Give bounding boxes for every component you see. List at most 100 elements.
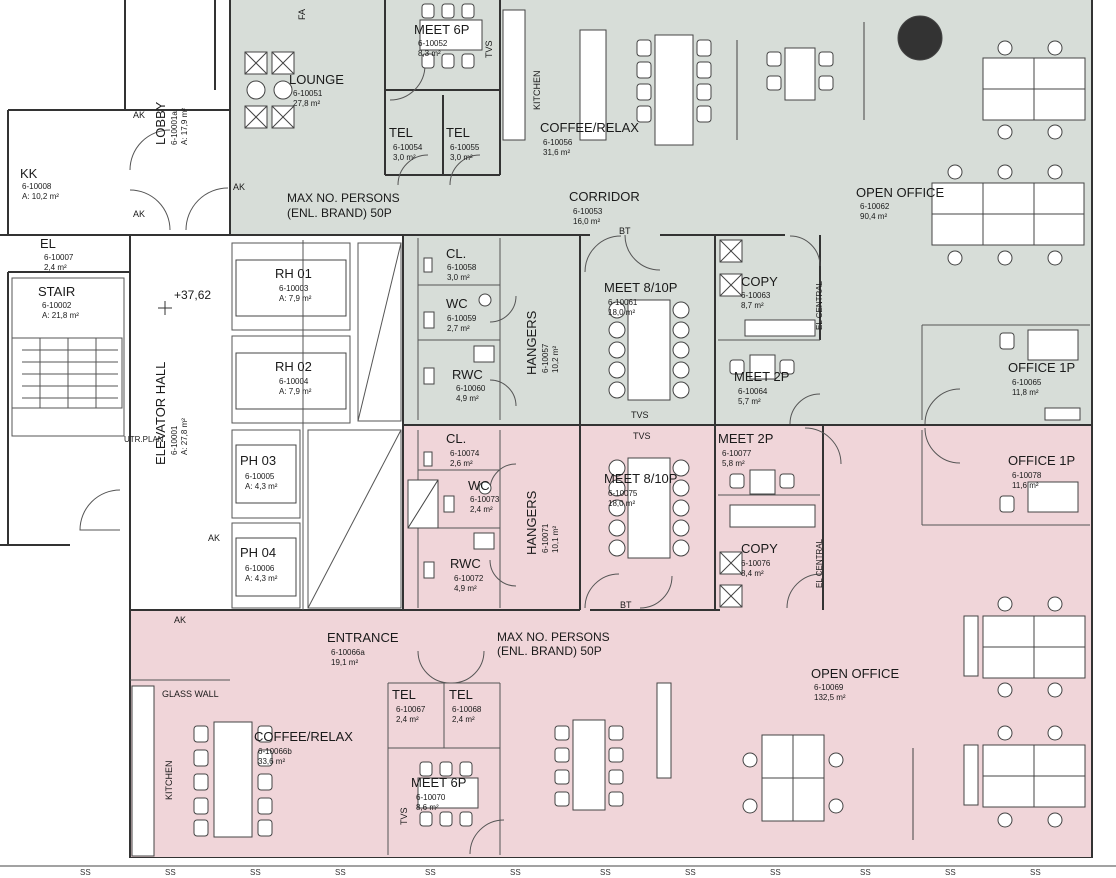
tvs-label-meet6p-top: TVS bbox=[484, 40, 494, 58]
bottom-furniture bbox=[131, 596, 1086, 857]
svg-text:8,4 m²: 8,4 m² bbox=[741, 569, 764, 578]
svg-text:6-10071: 6-10071 bbox=[541, 523, 550, 553]
svg-text:EL: EL bbox=[40, 236, 56, 251]
doors bbox=[129, 64, 961, 855]
svg-text:2,7 m²: 2,7 m² bbox=[447, 324, 470, 333]
svg-text:6-10063: 6-10063 bbox=[741, 291, 771, 300]
svg-text:6-10061: 6-10061 bbox=[608, 298, 638, 307]
ak-label-4: AK bbox=[208, 533, 220, 543]
svg-text:MEET 8/10P: MEET 8/10P bbox=[604, 471, 677, 486]
svg-text:A: 4,3 m²: A: 4,3 m² bbox=[245, 574, 278, 583]
svg-text:11,6 m²: 11,6 m² bbox=[1012, 481, 1039, 490]
stair bbox=[11, 277, 125, 531]
glass-wall-label: GLASS WALL bbox=[162, 689, 219, 699]
svg-text:18,0 m²: 18,0 m² bbox=[608, 308, 635, 317]
svg-text:MEET 6P: MEET 6P bbox=[414, 22, 469, 37]
svg-text:6-10052: 6-10052 bbox=[418, 39, 448, 48]
svg-text:5,8 m²: 5,8 m² bbox=[722, 459, 745, 468]
el-central-top-label: EL CENTRAL bbox=[815, 280, 824, 330]
svg-text:A: 10,2 m²: A: 10,2 m² bbox=[22, 192, 59, 201]
svg-text:6-10066b: 6-10066b bbox=[258, 747, 292, 756]
svg-text:A: 21,8 m²: A: 21,8 m² bbox=[42, 311, 79, 320]
svg-text:31,6 m²: 31,6 m² bbox=[543, 148, 570, 157]
ak-label-5: AK bbox=[174, 615, 186, 625]
elevation-marker-icon bbox=[158, 301, 172, 315]
svg-text:6-10066a: 6-10066a bbox=[331, 648, 365, 657]
svg-text:6-10070: 6-10070 bbox=[416, 793, 446, 802]
svg-text:4,9 m²: 4,9 m² bbox=[454, 584, 477, 593]
svg-text:KK: KK bbox=[20, 166, 38, 181]
small-rooms-furniture bbox=[719, 239, 1081, 608]
svg-text:SS: SS bbox=[80, 868, 91, 877]
svg-text:6-10078: 6-10078 bbox=[1012, 471, 1042, 480]
svg-text:27,8 m²: 27,8 m² bbox=[293, 99, 320, 108]
svg-text:6-10062: 6-10062 bbox=[860, 202, 890, 211]
svg-text:SS: SS bbox=[425, 868, 436, 877]
bt-label-bottom: BT bbox=[620, 600, 632, 610]
ak-label-2: AK bbox=[133, 209, 145, 219]
svg-text:6-10075: 6-10075 bbox=[608, 489, 638, 498]
svg-text:6-10067: 6-10067 bbox=[396, 705, 426, 714]
svg-text:SS: SS bbox=[600, 868, 611, 877]
svg-text:TEL: TEL bbox=[389, 125, 413, 140]
svg-text:6-10073: 6-10073 bbox=[470, 495, 500, 504]
svg-text:CL.: CL. bbox=[446, 246, 466, 261]
svg-text:OFFICE 1P: OFFICE 1P bbox=[1008, 453, 1075, 468]
svg-text:6-10057: 6-10057 bbox=[541, 343, 550, 373]
svg-text:3,0 m²: 3,0 m² bbox=[447, 273, 470, 282]
svg-text:CL.: CL. bbox=[446, 431, 466, 446]
svg-text:6-10076: 6-10076 bbox=[741, 559, 771, 568]
svg-text:CORRIDOR: CORRIDOR bbox=[569, 189, 640, 204]
max-persons-bottom-line1: MAX NO. PERSONS bbox=[497, 630, 610, 644]
svg-text:8,7 m²: 8,7 m² bbox=[741, 301, 764, 310]
svg-text:SS: SS bbox=[1030, 868, 1041, 877]
bt-label-top: BT bbox=[619, 226, 631, 236]
sanitary-fixtures bbox=[407, 257, 495, 579]
elevation-label: +37,62 bbox=[174, 288, 211, 302]
svg-text:8,6 m²: 8,6 m² bbox=[416, 803, 439, 812]
svg-text:6-10056: 6-10056 bbox=[543, 138, 573, 147]
svg-text:COFFEE/RELAX: COFFEE/RELAX bbox=[254, 729, 353, 744]
svg-text:2,4 m²: 2,4 m² bbox=[396, 715, 419, 724]
svg-text:SS: SS bbox=[945, 868, 956, 877]
svg-text:6-10069: 6-10069 bbox=[814, 683, 844, 692]
svg-text:6-10058: 6-10058 bbox=[447, 263, 477, 272]
svg-text:COPY: COPY bbox=[741, 274, 778, 289]
max-persons-bottom-line2: (ENL. BRAND) 50P bbox=[497, 644, 602, 658]
utr-plan-label: UTR.PLAN bbox=[124, 435, 164, 444]
svg-text:90,4 m²: 90,4 m² bbox=[860, 212, 887, 221]
svg-text:STAIR: STAIR bbox=[38, 284, 75, 299]
svg-text:A: 27,8 m²: A: 27,8 m² bbox=[180, 418, 189, 455]
svg-text:6-10006: 6-10006 bbox=[245, 564, 275, 573]
svg-text:6-10053: 6-10053 bbox=[573, 207, 603, 216]
svg-text:SS: SS bbox=[250, 868, 261, 877]
open-office-top-desks bbox=[931, 40, 1086, 266]
fa-label: FA bbox=[297, 9, 307, 20]
svg-text:4,9 m²: 4,9 m² bbox=[456, 394, 479, 403]
svg-text:WC: WC bbox=[468, 478, 490, 493]
